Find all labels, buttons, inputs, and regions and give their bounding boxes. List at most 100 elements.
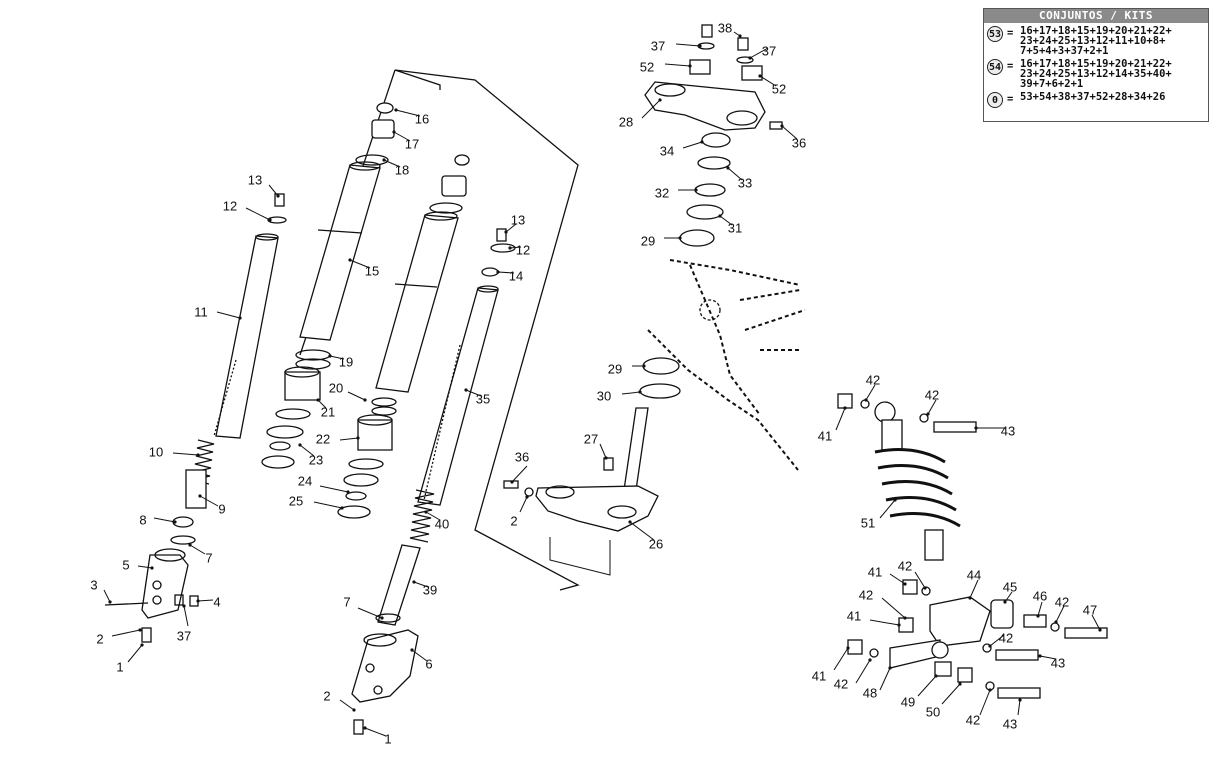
leader-line xyxy=(153,517,176,523)
part-callout-31: 31 xyxy=(728,220,742,235)
leader-line xyxy=(879,499,896,519)
leader-line xyxy=(865,384,876,401)
leader-dot xyxy=(868,658,872,662)
kit-row-0: 0 = 53+54+38+37+52+28+34+26 xyxy=(984,91,1208,108)
part-callout-52: 52 xyxy=(772,81,786,96)
part-callout-1: 1 xyxy=(384,731,391,746)
part-callout-50: 50 xyxy=(926,704,940,719)
leader-dot xyxy=(903,616,907,620)
leader-line xyxy=(313,501,343,509)
part-callout-16: 16 xyxy=(415,111,429,126)
part-callout-1: 1 xyxy=(116,659,123,674)
leader-line xyxy=(511,465,528,483)
part-callout-3: 3 xyxy=(90,577,97,592)
leader-line xyxy=(675,43,701,47)
leader-line xyxy=(339,699,355,711)
leader-dot xyxy=(394,108,398,112)
part-callout-42: 42 xyxy=(966,712,980,727)
leader-line xyxy=(339,437,359,441)
fork-tube-15b xyxy=(375,211,459,393)
leader-dot xyxy=(678,236,682,240)
part-callout-42: 42 xyxy=(1055,594,1069,609)
part-callout-41: 41 xyxy=(812,668,826,683)
leader-line xyxy=(629,521,655,541)
leader-dot xyxy=(346,490,350,494)
leader-dot xyxy=(348,258,352,262)
kit-badge-icon: 53 xyxy=(987,26,1003,42)
leader-line xyxy=(172,452,199,456)
part-callout-38: 38 xyxy=(718,20,732,35)
part-callout-34: 34 xyxy=(660,143,674,158)
part-callout-27: 27 xyxy=(584,431,598,446)
part-callout-7: 7 xyxy=(343,594,350,609)
spring-10 xyxy=(185,439,215,509)
leader-dot xyxy=(464,388,468,392)
leader-line xyxy=(329,355,345,360)
leader-dot xyxy=(988,644,992,648)
leader-dot xyxy=(843,406,847,410)
leader-line xyxy=(347,391,366,401)
kit-line: 23+24+25+13+12+11+10+8+ xyxy=(1020,35,1166,47)
leader-dot xyxy=(510,480,514,484)
leader-dot xyxy=(352,708,356,712)
leader-line xyxy=(879,667,891,691)
kits-title: CONJUNTOS / KITS xyxy=(984,9,1208,23)
assembly-frame-left xyxy=(394,69,580,591)
leader-dot xyxy=(363,726,367,730)
leader-line xyxy=(855,659,871,684)
fork-tube-15a xyxy=(299,161,381,341)
leader-line xyxy=(505,223,517,233)
part-callout-26: 26 xyxy=(649,536,663,551)
leader-line xyxy=(137,565,153,569)
part-callout-5: 5 xyxy=(122,557,129,572)
part-callout-13: 13 xyxy=(248,172,262,187)
cap-16-17 xyxy=(355,102,470,214)
leader-dot xyxy=(923,586,927,590)
part-callout-2: 2 xyxy=(323,688,330,703)
part-callout-49: 49 xyxy=(901,694,915,709)
leader-line xyxy=(189,544,206,555)
kit-line: 53+54+38+37+52+28+34+26 xyxy=(1020,91,1166,103)
leader-dot xyxy=(1054,620,1058,624)
leader-line xyxy=(199,495,219,507)
leader-line xyxy=(413,581,429,588)
leader-line xyxy=(927,399,937,415)
leader-line xyxy=(833,647,849,671)
leader-dot xyxy=(525,495,529,499)
kit-line: 7+5+4+3+37+2+1 xyxy=(1020,45,1109,57)
leader-dot xyxy=(380,616,384,620)
leader-line xyxy=(599,443,607,459)
part-callout-7: 7 xyxy=(205,550,212,565)
part-callout-42: 42 xyxy=(999,630,1013,645)
leader-dot xyxy=(363,398,367,402)
part-callout-29: 29 xyxy=(608,361,622,376)
leader-line xyxy=(317,399,327,409)
leader-line xyxy=(969,579,979,599)
part-callout-2: 2 xyxy=(510,513,517,528)
leader-line xyxy=(1004,591,1013,603)
part-callout-42: 42 xyxy=(866,372,880,387)
leader-dot xyxy=(182,604,186,608)
part-callout-6: 6 xyxy=(425,656,432,671)
leader-line xyxy=(889,573,906,585)
leader-dot xyxy=(316,398,320,402)
part-callout-11: 11 xyxy=(194,304,208,319)
leader-dot xyxy=(1003,600,1007,604)
fork-bottom-5 xyxy=(104,548,199,643)
leader-line xyxy=(727,167,743,181)
leader-line xyxy=(183,605,189,627)
leader-line xyxy=(917,675,937,697)
leader-dot xyxy=(968,596,972,600)
kit-line: 23+24+25+13+12+14+35+40+ xyxy=(1020,68,1172,80)
part-callout-47: 47 xyxy=(1083,602,1097,617)
leader-dot xyxy=(926,412,930,416)
leader-dot xyxy=(974,426,978,430)
leader-line xyxy=(319,485,349,493)
leader-line xyxy=(1091,614,1101,631)
part-callout-40: 40 xyxy=(435,516,449,531)
shock-absorber-51 xyxy=(874,401,961,561)
leader-dot xyxy=(698,44,702,48)
part-callout-42: 42 xyxy=(925,387,939,402)
leader-dot xyxy=(196,599,200,603)
leader-dot xyxy=(496,270,500,274)
